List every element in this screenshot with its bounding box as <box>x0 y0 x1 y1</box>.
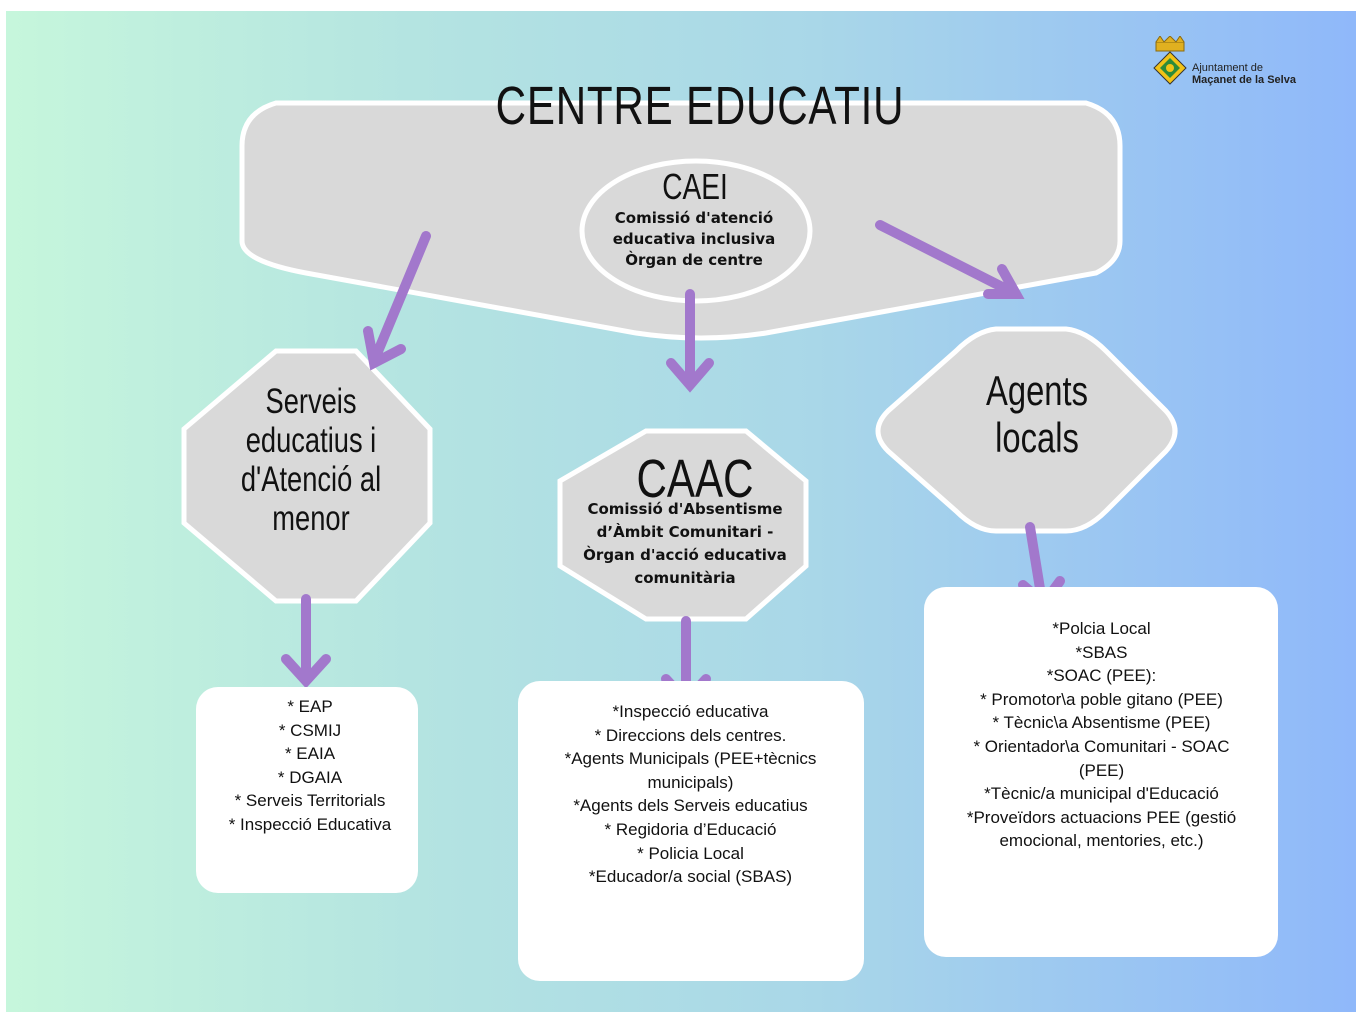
caei-title: CAEI <box>662 166 728 207</box>
serveis-list: * EAP * CSMIJ * EAIA * DGAIA * Serveis T… <box>196 695 424 837</box>
list-item: *Tècnic/a municipal d'Educació <box>984 784 1219 804</box>
agents-locals-node <box>875 326 1178 534</box>
caac-subtitle-line: comunitària <box>634 569 736 587</box>
agents-title-line: locals <box>995 414 1079 461</box>
caac-subtitle: Comissió d'Absentisme d’Àmbit Comunitari… <box>572 498 798 590</box>
serveis-title-line: educatius i <box>245 421 377 460</box>
municipal-shield-icon <box>1153 36 1187 85</box>
list-item: *Proveïdors actuacions PEE (gestió <box>966 807 1237 827</box>
caac-list: *Inspecció educativa * Direccions dels c… <box>518 700 863 889</box>
diagram-canvas <box>6 11 1356 1012</box>
caei-subtitle-line: Òrgan de centre <box>625 251 763 269</box>
list-item: *Educador/a social (SBAS) <box>588 867 793 887</box>
list-item: *Agents Municipals (PEE+tècnics <box>564 749 817 769</box>
list-item: emocional, mentories, etc.) <box>999 831 1204 851</box>
caei-subtitle: Comissió d'atenció educativa inclusiva Ò… <box>588 208 800 271</box>
caac-title: CAAC <box>636 449 754 509</box>
serveis-title-line: menor <box>272 499 350 538</box>
list-item: * DGAIA <box>277 767 343 787</box>
list-item: * Tècnic\a Absentisme (PEE) <box>992 713 1211 733</box>
list-item: * CSMIJ <box>278 720 342 740</box>
caac-node <box>557 428 809 622</box>
list-item: * Direccions dels centres. <box>594 725 787 745</box>
agents-locals-title: Agents locals <box>947 367 1126 461</box>
agents-list-box <box>924 587 1278 957</box>
arrow-serveis-to-list <box>281 594 331 689</box>
list-item: * Promotor\a poble gitano (PEE) <box>980 689 1223 709</box>
arrow-centre-to-agents <box>875 220 1025 299</box>
agents-list: *Polcia Local *SBAS *SOAC (PEE): * Promo… <box>924 617 1279 853</box>
list-item: *Polcia Local <box>1052 619 1151 638</box>
list-item: *SOAC (PEE): <box>1046 666 1157 686</box>
logo-line: Ajuntament de <box>1192 62 1263 74</box>
serveis-title-line: d'Atenció al <box>240 460 382 499</box>
centre-educatiu-title: CENTRE EDUCATIU <box>495 76 905 136</box>
list-item: *Agents dels Serveis educatius <box>573 796 808 816</box>
logo-line: Maçanet de la Selva <box>1192 74 1296 86</box>
list-item: * Inspecció Educativa <box>228 814 392 834</box>
list-item: (PEE) <box>1078 760 1125 780</box>
list-item: * EAIA <box>284 744 336 764</box>
list-item: *Inspecció educativa <box>612 702 769 721</box>
logo-text: Ajuntament de Maçanet de la Selva <box>1192 62 1296 86</box>
serveis-title-line: Serveis <box>265 382 357 421</box>
caac-subtitle-line: Comissió d'Absentisme <box>587 500 783 518</box>
list-item: * Regidoria d’Educació <box>604 819 777 839</box>
list-item: * Orientador\a Comunitari - SOAC <box>973 736 1230 756</box>
list-item: *SBAS <box>1075 642 1128 662</box>
arrow-centre-to-serveis <box>363 231 431 371</box>
caac-subtitle-line: Òrgan d'acció educativa <box>583 546 787 564</box>
serveis-list-box <box>196 687 418 893</box>
diagram-shapes <box>181 100 1178 709</box>
serveis-title: Serveis educatius i d'Atenció al menor <box>221 382 400 538</box>
caei-subtitle-line: educativa inclusiva <box>612 230 776 248</box>
caac-subtitle-line: d’Àmbit Comunitari - <box>596 523 774 541</box>
list-item: * Policia Local <box>637 843 744 863</box>
caac-list-box <box>518 681 864 981</box>
list-item: * Serveis Territorials <box>234 791 386 811</box>
list-item: municipals) <box>647 772 734 792</box>
agents-title-line: Agents <box>985 367 1088 414</box>
caei-node <box>579 158 813 304</box>
caei-subtitle-line: Comissió d'atenció <box>614 209 774 227</box>
serveis-node <box>181 348 433 604</box>
arrow-caei-to-caac <box>666 289 714 393</box>
list-item: * EAP <box>287 697 333 716</box>
